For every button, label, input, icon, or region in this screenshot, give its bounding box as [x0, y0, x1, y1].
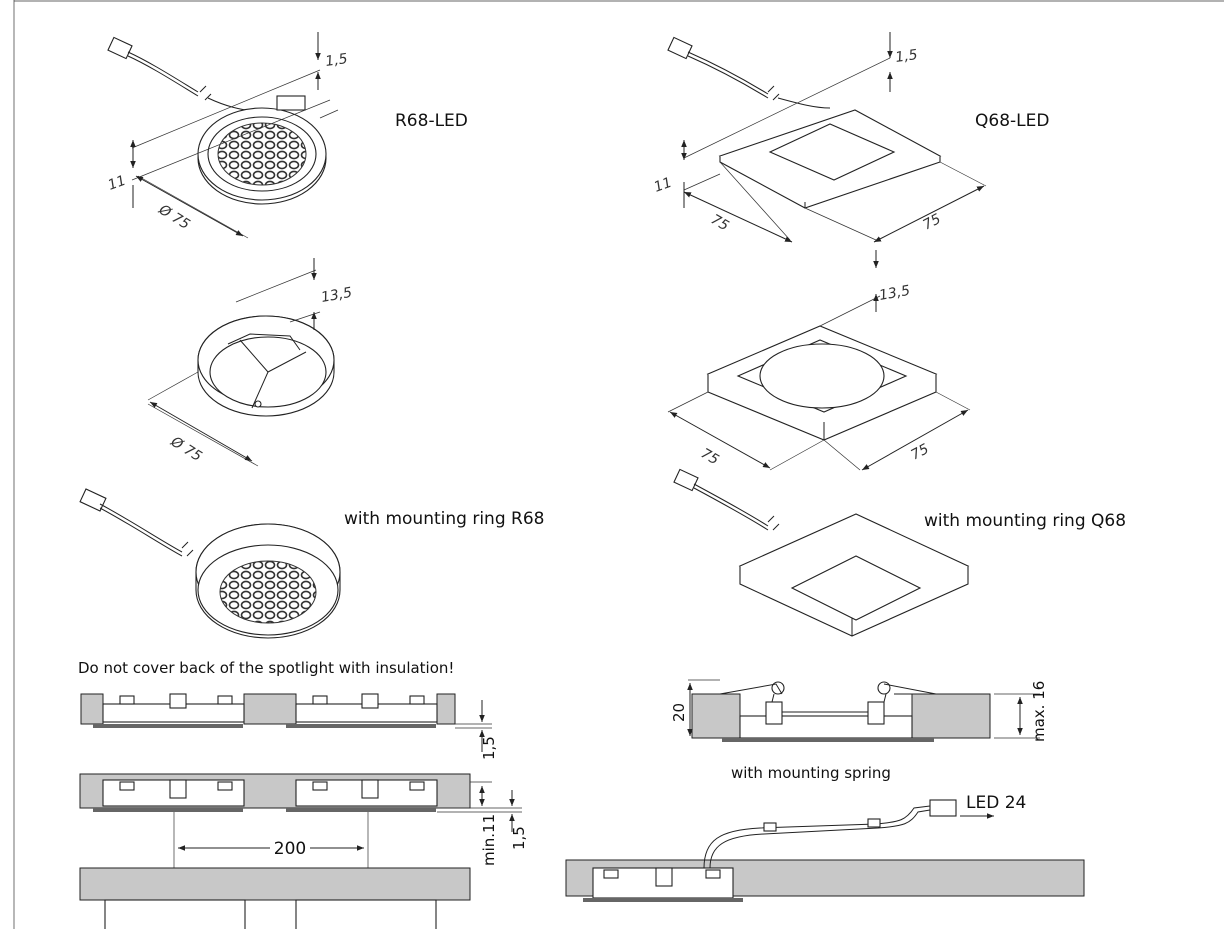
r68-height-dim: 11: [106, 173, 128, 194]
r68-ring-height-dim: 13,5: [320, 285, 354, 306]
spring-section-view: [687, 679, 1040, 742]
section1-thickness-dim: 1,5: [480, 736, 498, 760]
q68-thickness-dim: 1,5: [894, 47, 918, 66]
r68-thickness-dim: 1,5: [324, 51, 348, 70]
insulation-note: Do not cover back of the spotlight with …: [78, 659, 454, 677]
q68-ring-width-dim-1: 75: [698, 446, 722, 469]
q68-title: Q68-LED: [975, 111, 1049, 131]
q68-ring-width-dim-2: 75: [908, 441, 931, 464]
spring-height-dim: 20: [670, 703, 688, 722]
r68-connector: [107, 36, 261, 113]
section-view-2: [79, 773, 522, 832]
q68-height-dim: 11: [652, 175, 674, 196]
q68-led-drawing: [667, 32, 987, 243]
q68-width-dim-2: 75: [920, 211, 943, 234]
r68-diameter-dim: Ø 75: [155, 201, 193, 233]
r68-led-drawing: [107, 32, 339, 239]
spring-max-dim: max. 16: [1030, 681, 1048, 742]
ring-q68-label: with mounting ring Q68: [924, 511, 1126, 531]
ring-r68-label: with mounting ring R68: [344, 509, 544, 529]
q68-ring-height-dim: 13,5: [878, 283, 912, 304]
led24-label: LED 24: [966, 793, 1026, 813]
section-view-3: [79, 812, 471, 929]
section2-thickness-dim: 1,5: [510, 826, 528, 850]
section-view-1: [80, 693, 492, 752]
r68-title: R68-LED: [395, 111, 468, 131]
spring-label: with mounting spring: [731, 764, 891, 782]
led24-section-view: [565, 799, 1085, 902]
spacing-dim: 200: [274, 839, 306, 859]
r68-with-ring-drawing: [79, 488, 341, 639]
r68-ring-diameter-dim: Ø 75: [167, 433, 205, 465]
q68-ring-drawing: [667, 250, 971, 471]
section2-min-dim: min.11: [480, 814, 498, 866]
q68-width-dim-1: 75: [708, 212, 732, 235]
q68-with-ring-drawing: [673, 468, 970, 637]
r68-ring-drawing: [147, 258, 335, 467]
